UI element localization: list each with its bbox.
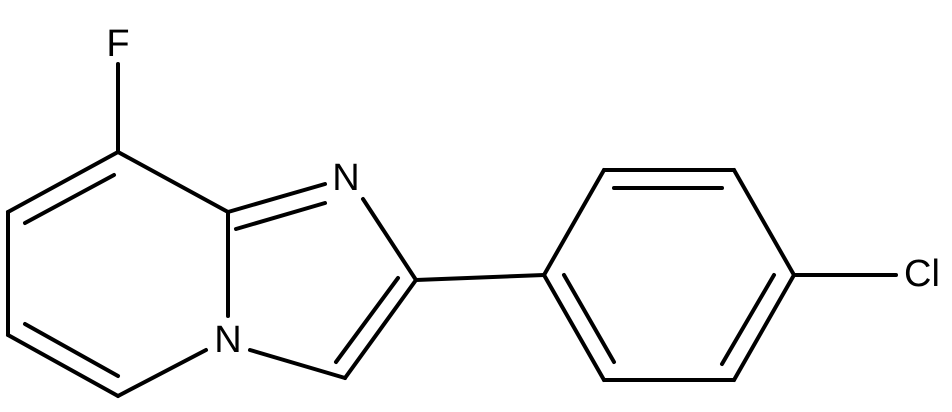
bond-c6-c5-inner [23, 322, 120, 378]
atom-label-f: F [106, 23, 129, 65]
bond-c2-c3-inner [334, 276, 400, 364]
atom-label-cl: Cl [904, 253, 940, 295]
atom-label-n-bridgehead: N [214, 319, 241, 361]
bond-c8-c7-inner [23, 173, 116, 225]
bond-c6-c5 [6, 333, 120, 398]
bond-ph4-ph5-inner [720, 273, 776, 366]
bond-ph6-ph1 [542, 273, 606, 382]
bond-ph1-ph2 [542, 168, 606, 277]
bond-c8a-c8 [116, 150, 230, 214]
bond-c2-c3 [343, 278, 418, 380]
bond-ph4-ph5 [732, 273, 796, 382]
bond-ph3-ph4 [732, 168, 796, 277]
atom-label-n-imidazole: N [332, 157, 359, 199]
bond-c8a-n1 [226, 182, 327, 214]
bond-ph6-ph1-inner [562, 273, 616, 364]
bond-n1-c2 [361, 197, 418, 282]
bond-c5-n4 [116, 348, 208, 398]
bond-c8-c7 [6, 150, 120, 214]
bond-c8a-n1-inner [234, 201, 327, 231]
bond-c3-n4 [248, 348, 347, 380]
bond-c2-phenyl [414, 273, 546, 282]
